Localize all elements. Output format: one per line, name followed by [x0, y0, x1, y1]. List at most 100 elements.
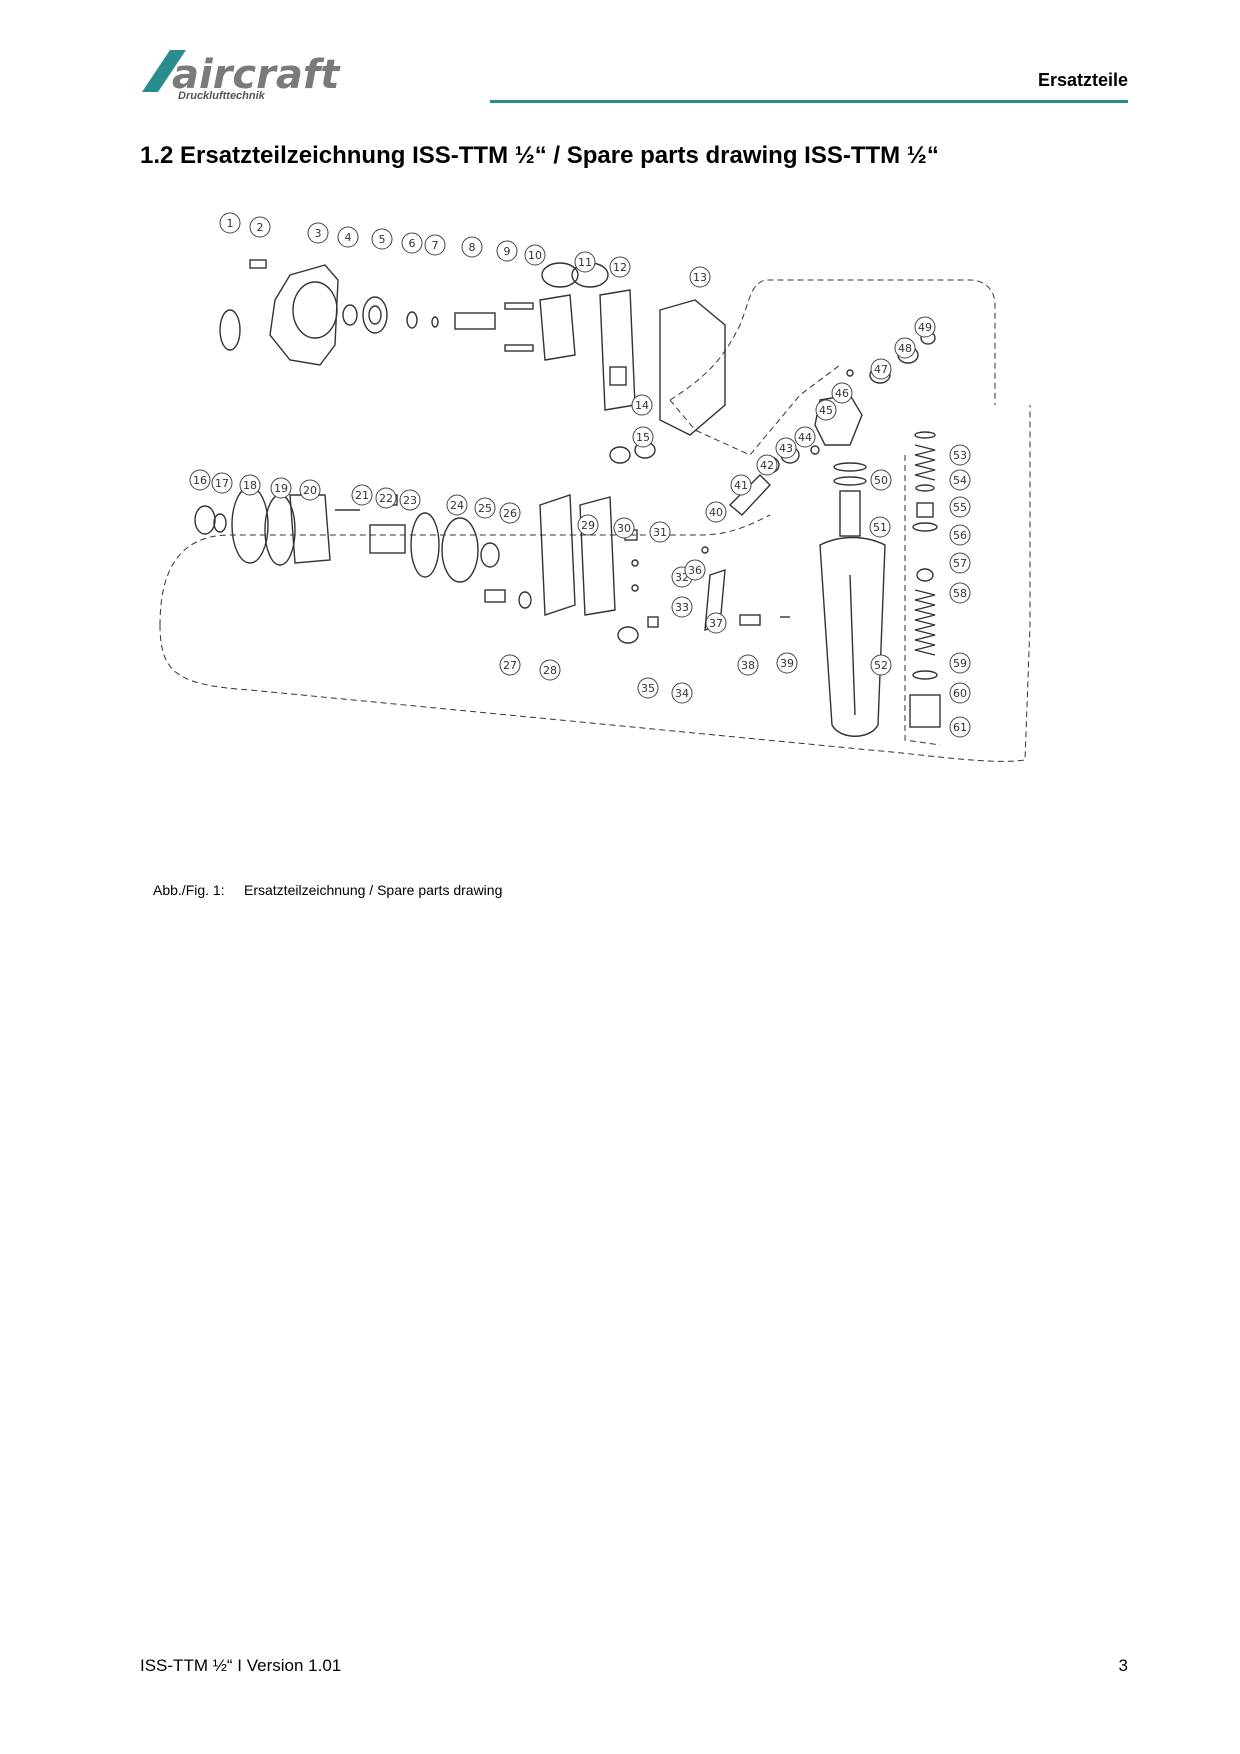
- part-number-label: 39: [780, 657, 794, 670]
- part-callout-38: 38: [737, 654, 759, 676]
- part-number-label: 40: [709, 506, 723, 519]
- part-number-label: 13: [693, 271, 707, 284]
- part-number-label: 60: [953, 687, 967, 700]
- part-callout-51: 51: [869, 516, 891, 538]
- part-number-label: 55: [953, 501, 967, 514]
- part-callout-9: 9: [496, 240, 518, 262]
- part-number-label: 58: [953, 587, 967, 600]
- part-callout-1: 1: [219, 212, 241, 234]
- section-label: Ersatzteile: [1037, 70, 1128, 90]
- part-number-label: 23: [403, 494, 417, 507]
- part-callout-58: 58: [949, 582, 971, 604]
- part-number-label: 26: [503, 507, 517, 520]
- part-number-label: 33: [675, 601, 689, 614]
- part-callout-12: 12: [609, 256, 631, 278]
- part-number-label: 2: [257, 221, 264, 234]
- logo-subtitle: Drucklufttechnik: [178, 90, 265, 102]
- figure-caption-label: Abb./Fig. 1:: [153, 882, 225, 898]
- part-number-label: 38: [741, 659, 755, 672]
- part-callout-41: 41: [730, 474, 752, 496]
- part-number-label: 56: [953, 529, 967, 542]
- part-number-label: 16: [193, 474, 207, 487]
- part-callout-15: 15: [632, 426, 654, 448]
- part-callout-27: 27: [499, 654, 521, 676]
- page-title: 1.2 Ersatzteilzeichnung ISS-TTM ½“ / Spa…: [140, 142, 939, 169]
- aircraft-logo: aircraft: [142, 50, 341, 98]
- header-divider: [490, 100, 1128, 103]
- part-number-label: 51: [873, 521, 887, 534]
- part-number-label: 34: [675, 687, 689, 700]
- part-number-label: 6: [409, 237, 416, 250]
- part-number-label: 44: [798, 431, 812, 444]
- part-number-label: 49: [918, 321, 932, 334]
- part-number-label: 61: [953, 721, 967, 734]
- part-callout-25: 25: [474, 497, 496, 519]
- part-callout-57: 57: [949, 552, 971, 574]
- part-number-label: 11: [578, 256, 592, 269]
- part-number-label: 50: [874, 474, 888, 487]
- part-number-label: 53: [953, 449, 967, 462]
- part-number-label: 27: [503, 659, 517, 672]
- part-number-label: 35: [641, 682, 655, 695]
- part-number-label: 7: [432, 239, 439, 252]
- part-callout-54: 54: [949, 469, 971, 491]
- part-number-label: 17: [215, 477, 229, 490]
- part-number-label: 14: [635, 399, 649, 412]
- part-callout-23: 23: [399, 489, 421, 511]
- part-number-label: 24: [450, 499, 464, 512]
- part-callout-14: 14: [631, 394, 653, 416]
- part-number-label: 12: [613, 261, 627, 274]
- part-number-label: 3: [315, 227, 322, 240]
- part-callout-19: 19: [270, 477, 292, 499]
- part-number-label: 1: [227, 217, 234, 230]
- part-number-label: 29: [581, 519, 595, 532]
- part-callout-50: 50: [870, 469, 892, 491]
- part-number-label: 30: [617, 522, 631, 535]
- part-number-label: 19: [274, 482, 288, 495]
- part-number-label: 4: [345, 231, 352, 244]
- part-number-label: 10: [528, 249, 542, 262]
- part-callout-34: 34: [671, 682, 693, 704]
- part-callout-6: 6: [401, 232, 423, 254]
- part-callout-22: 22: [375, 487, 397, 509]
- part-callout-47: 47: [870, 358, 892, 380]
- part-callout-60: 60: [949, 682, 971, 704]
- part-callout-31: 31: [649, 521, 671, 543]
- page-number: 3: [1118, 1656, 1128, 1675]
- part-callout-45: 45: [815, 399, 837, 421]
- part-callout-5: 5: [371, 228, 393, 250]
- part-callout-49: 49: [914, 316, 936, 338]
- logo-text: aircraft: [172, 52, 341, 98]
- part-callout-44: 44: [794, 426, 816, 448]
- part-number-label: 59: [953, 657, 967, 670]
- part-number-label: 47: [874, 363, 888, 376]
- part-number-label: 37: [709, 617, 723, 630]
- part-number-label: 5: [379, 233, 386, 246]
- part-callout-39: 39: [776, 652, 798, 674]
- part-number-label: 25: [478, 502, 492, 515]
- figure-caption: Abb./Fig. 1:Ersatzteilzeichnung / Spare …: [153, 882, 502, 898]
- part-callout-8: 8: [461, 236, 483, 258]
- part-callout-20: 20: [299, 479, 321, 501]
- part-callout-26: 26: [499, 502, 521, 524]
- part-callout-46: 46: [831, 382, 853, 404]
- part-callout-56: 56: [949, 524, 971, 546]
- part-number-label: 15: [636, 431, 650, 444]
- footer-doc-version: ISS-TTM ½“ I Version 1.01: [140, 1656, 342, 1675]
- part-number-label: 41: [734, 479, 748, 492]
- part-callout-43: 43: [775, 437, 797, 459]
- part-number-label: 9: [504, 245, 511, 258]
- part-number-label: 42: [760, 459, 774, 472]
- part-callout-35: 35: [637, 677, 659, 699]
- part-number-label: 45: [819, 404, 833, 417]
- part-number-label: 57: [953, 557, 967, 570]
- part-number-label: 52: [874, 659, 888, 672]
- part-callout-13: 13: [689, 266, 711, 288]
- part-callout-2: 2: [249, 216, 271, 238]
- part-number-label: 28: [543, 664, 557, 677]
- part-callout-42: 42: [756, 454, 778, 476]
- part-callout-3: 3: [307, 222, 329, 244]
- part-callout-61: 61: [949, 716, 971, 738]
- part-callout-7: 7: [424, 234, 446, 256]
